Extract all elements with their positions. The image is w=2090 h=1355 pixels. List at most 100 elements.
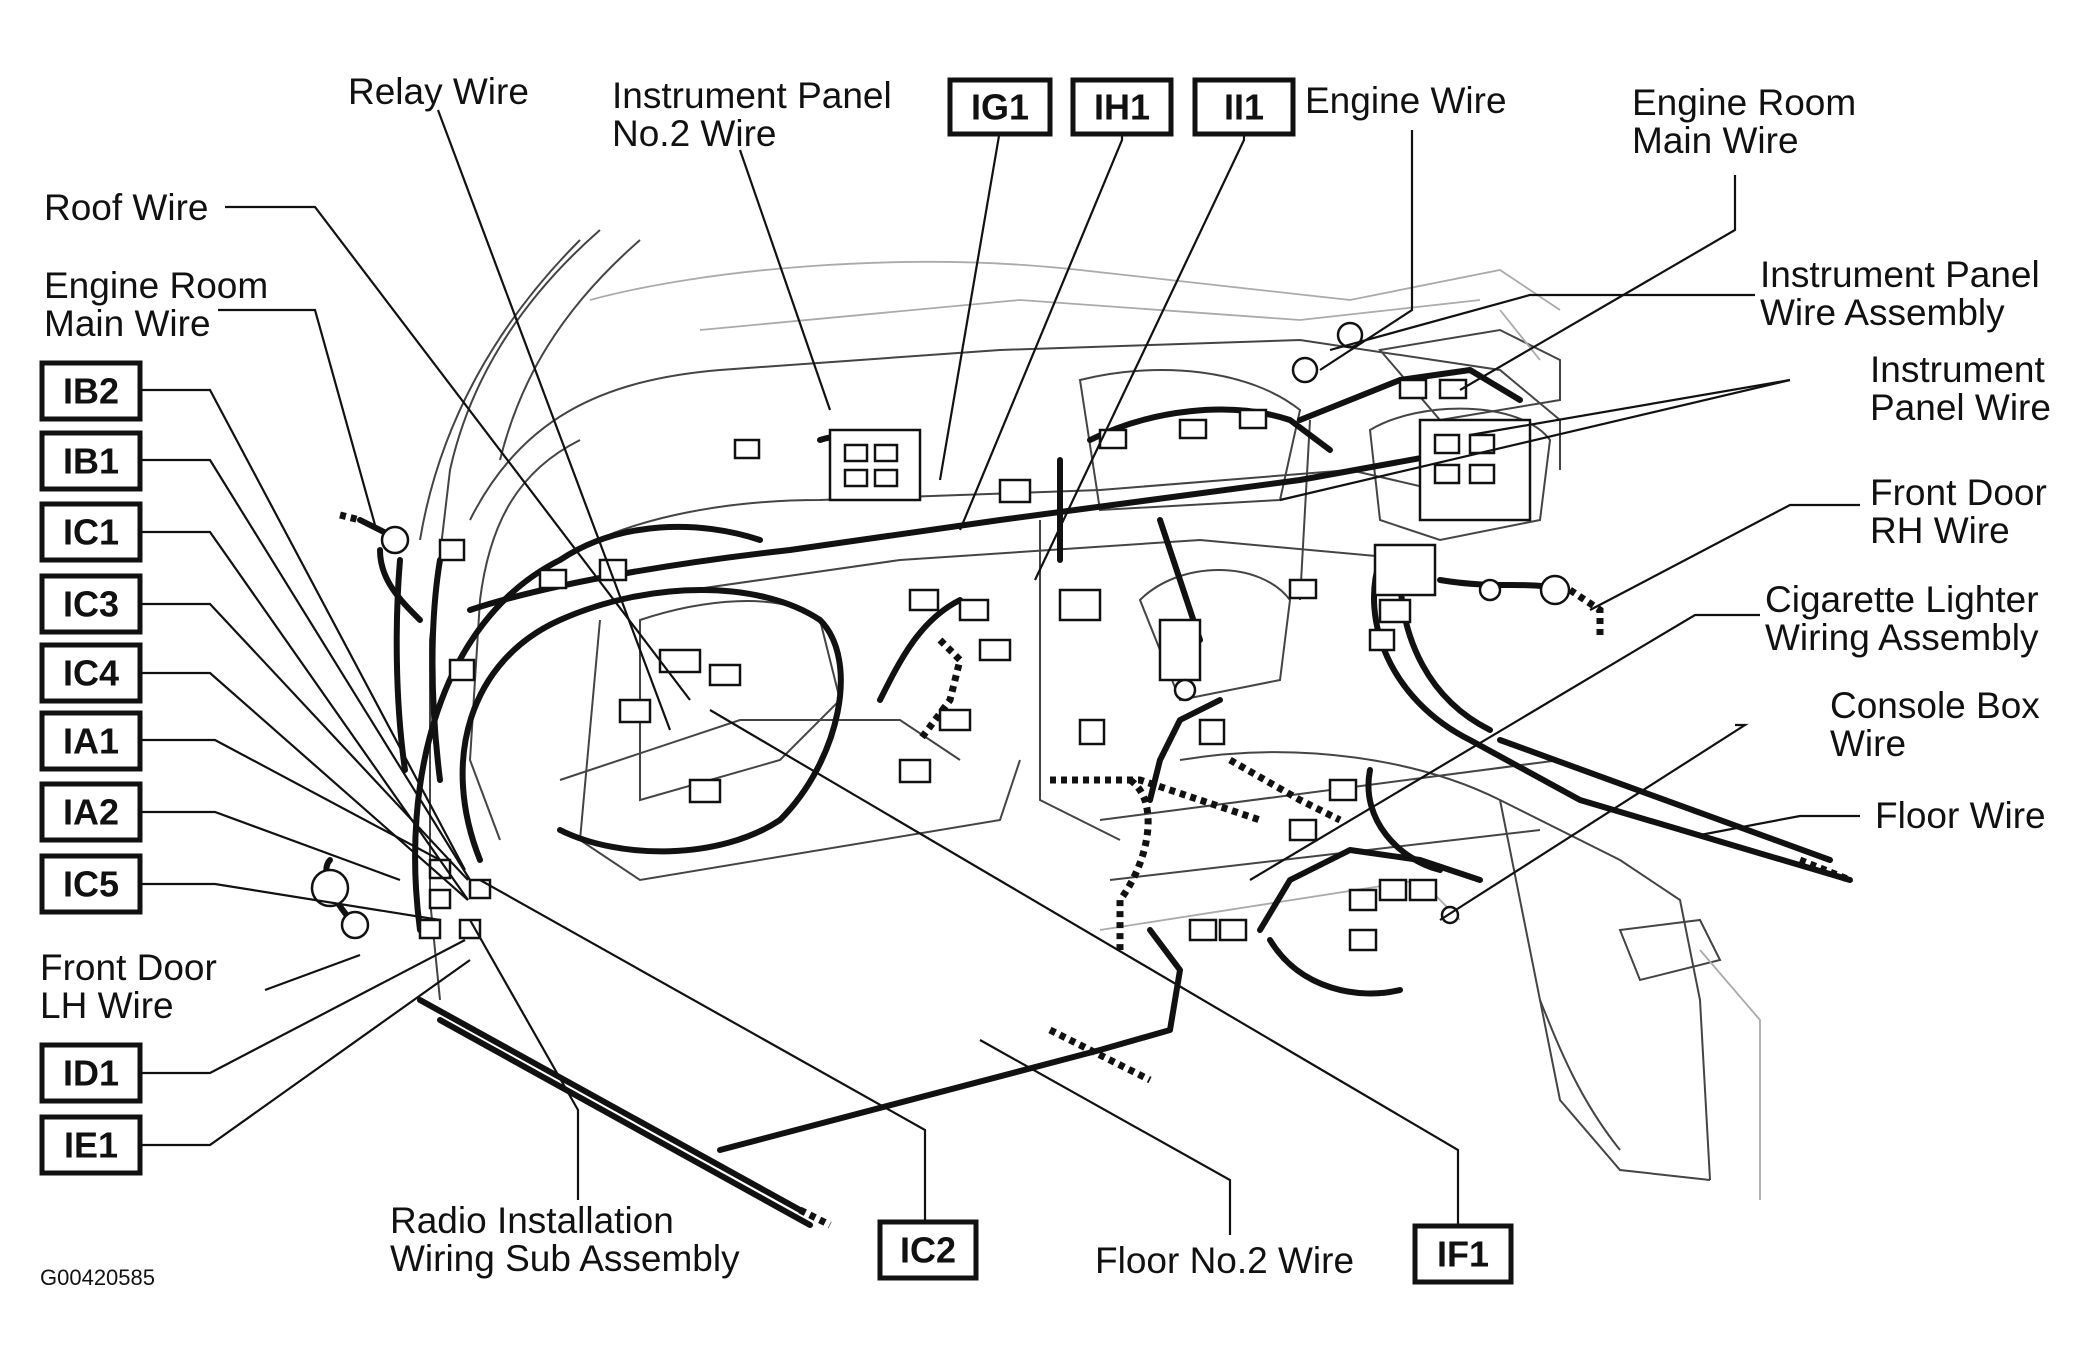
cl-line-2: Wiring Assembly [1765, 617, 2039, 658]
svg-text:Cigarette Lighter: Cigarette Lighter [1765, 579, 2039, 620]
svg-text:Engine Room: Engine Room [44, 265, 268, 306]
connector-box-ID1: ID1 [39, 1042, 143, 1104]
svg-text:Instrument Panel: Instrument Panel [1760, 254, 2040, 295]
connector-blocks [310, 321, 1571, 952]
connector-code-IH1: IH1 [1094, 87, 1150, 128]
svg-text:Floor No.2 Wire: Floor No.2 Wire [1095, 1240, 1354, 1281]
svg-text:Instrument Panel: Instrument Panel [612, 75, 892, 116]
connector-code-IC1: IC1 [63, 512, 119, 553]
connector-box-IC1: IC1 [39, 501, 143, 563]
ipw-line-2: Panel Wire [1870, 387, 2051, 428]
label-console-box-wire: Console Box Wire [1830, 685, 2040, 764]
label-engine-room-main-wire-right: Engine Room Main Wire [1632, 82, 1856, 161]
ip-no2-line-2: No.2 Wire [612, 113, 776, 154]
svg-text:Main Wire: Main Wire [1632, 120, 1799, 161]
fdrh-line-1: Front Door [1870, 472, 2047, 513]
ipw-line-1: Instrument [1870, 349, 2046, 390]
connector-code-IG1: IG1 [971, 87, 1029, 128]
label-front-door-rh-wire: Front Door RH Wire [1870, 472, 2047, 551]
connector-code-IE1: IE1 [64, 1125, 118, 1166]
fdrh-line-2: RH Wire [1870, 510, 2010, 551]
connector-code-IC5: IC5 [63, 864, 119, 905]
fdlh-line-1: Front Door [40, 947, 217, 988]
svg-text:Engine Room: Engine Room [1632, 82, 1856, 123]
svg-text:LH Wire: LH Wire [40, 985, 174, 1026]
connector-box-IA2: IA2 [39, 781, 143, 843]
svg-text:Roof Wire: Roof Wire [44, 187, 208, 228]
connector-code-IB1: IB1 [63, 441, 119, 482]
svg-text:Wire Assembly: Wire Assembly [1760, 292, 2005, 333]
label-floor-no2-wire: Floor No.2 Wire [1095, 1240, 1354, 1281]
label-floor-wire: Floor Wire [1875, 795, 2046, 836]
label-instrument-panel-wire-assembly: Instrument Panel Wire Assembly [1760, 254, 2040, 333]
connector-box-IG1: IG1 [947, 77, 1053, 137]
roof-wire-line-1: Roof Wire [44, 187, 208, 228]
svg-text:Front Door: Front Door [1870, 472, 2047, 513]
label-engine-room-main-wire-left: Engine Room Main Wire [44, 265, 268, 344]
svg-text:Console Box: Console Box [1830, 685, 2040, 726]
floor-wire-line-1: Floor Wire [1875, 795, 2046, 836]
ipwa-line-2: Wire Assembly [1760, 292, 2005, 333]
connector-box-IC2: IC2 [877, 1219, 979, 1281]
cbw-line-1: Console Box [1830, 685, 2040, 726]
ipwa-line-1: Instrument Panel [1760, 254, 2040, 295]
svg-text:Engine Wire: Engine Wire [1305, 80, 1507, 121]
svg-text:Relay Wire: Relay Wire [348, 71, 529, 112]
svg-text:Instrument: Instrument [1870, 349, 2046, 390]
connector-code-IC3: IC3 [63, 584, 119, 625]
label-cigarette-lighter-wiring-assembly: Cigarette Lighter Wiring Assembly [1765, 579, 2039, 658]
vehicle-outline [419, 229, 1761, 1200]
floor-no2-line-1: Floor No.2 Wire [1095, 1240, 1354, 1281]
connector-box-IC3: IC3 [39, 573, 143, 635]
svg-text:Wiring Sub Assembly: Wiring Sub Assembly [390, 1238, 740, 1279]
svg-text:No.2 Wire: No.2 Wire [612, 113, 776, 154]
erm-left-line-1: Engine Room [44, 265, 268, 306]
erm-right-line-2: Main Wire [1632, 120, 1799, 161]
connector-code-ID1: ID1 [63, 1053, 119, 1094]
connector-box-IE1: IE1 [39, 1114, 143, 1176]
connector-code-IA2: IA2 [63, 792, 119, 833]
connector-box-IB1: IB1 [39, 430, 143, 492]
label-engine-wire: Engine Wire [1305, 80, 1507, 121]
connector-box-IF1: IF1 [1412, 1223, 1514, 1285]
connector-code-IC4: IC4 [63, 653, 119, 694]
fdlh-line-2: LH Wire [40, 985, 174, 1026]
figure-code: G00420585 [40, 1265, 155, 1290]
connector-box-IH1: IH1 [1070, 77, 1174, 137]
svg-text:Floor Wire: Floor Wire [1875, 795, 2046, 836]
label-relay-wire: Relay Wire [348, 71, 529, 112]
engine-wire-line-1: Engine Wire [1305, 80, 1507, 121]
svg-text:Radio Installation: Radio Installation [390, 1200, 674, 1241]
connector-box-IB2: IB2 [39, 360, 143, 422]
svg-text:Main Wire: Main Wire [44, 303, 211, 344]
relay-wire-line-1: Relay Wire [348, 71, 529, 112]
cbw-line-2: Wire [1830, 723, 1906, 764]
connector-code-IA1: IA1 [63, 721, 119, 762]
svg-text:Panel Wire: Panel Wire [1870, 387, 2051, 428]
label-instrument-panel-wire: Instrument Panel Wire [1870, 349, 2051, 428]
svg-text:RH Wire: RH Wire [1870, 510, 2010, 551]
svg-text:Wire: Wire [1830, 723, 1906, 764]
radio-line-1: Radio Installation [390, 1200, 674, 1241]
connector-code-IB2: IB2 [63, 371, 119, 412]
cl-line-1: Cigarette Lighter [1765, 579, 2039, 620]
label-radio-installation-wiring-sub-assembly: Radio Installation Wiring Sub Assembly [390, 1200, 740, 1279]
erm-right-line-1: Engine Room [1632, 82, 1856, 123]
connector-box-II1: II1 [1192, 77, 1296, 137]
wire-harnesses [323, 367, 1853, 1229]
connector-box-IA1: IA1 [39, 710, 143, 772]
erm-left-line-2: Main Wire [44, 303, 211, 344]
label-instrument-panel-no2-wire: Instrument Panel No.2 Wire [612, 75, 892, 154]
connector-code-IC2: IC2 [900, 1230, 956, 1271]
label-front-door-lh-wire: Front Door LH Wire [40, 947, 217, 1026]
connector-box-IC4: IC4 [39, 642, 143, 704]
svg-text:Wiring Assembly: Wiring Assembly [1765, 617, 2039, 658]
label-roof-wire: Roof Wire [44, 187, 208, 228]
svg-text:Front Door: Front Door [40, 947, 217, 988]
ip-no2-line-1: Instrument Panel [612, 75, 892, 116]
radio-line-2: Wiring Sub Assembly [390, 1238, 740, 1279]
connector-code-II1: II1 [1224, 87, 1264, 128]
connector-box-IC5: IC5 [39, 853, 143, 915]
